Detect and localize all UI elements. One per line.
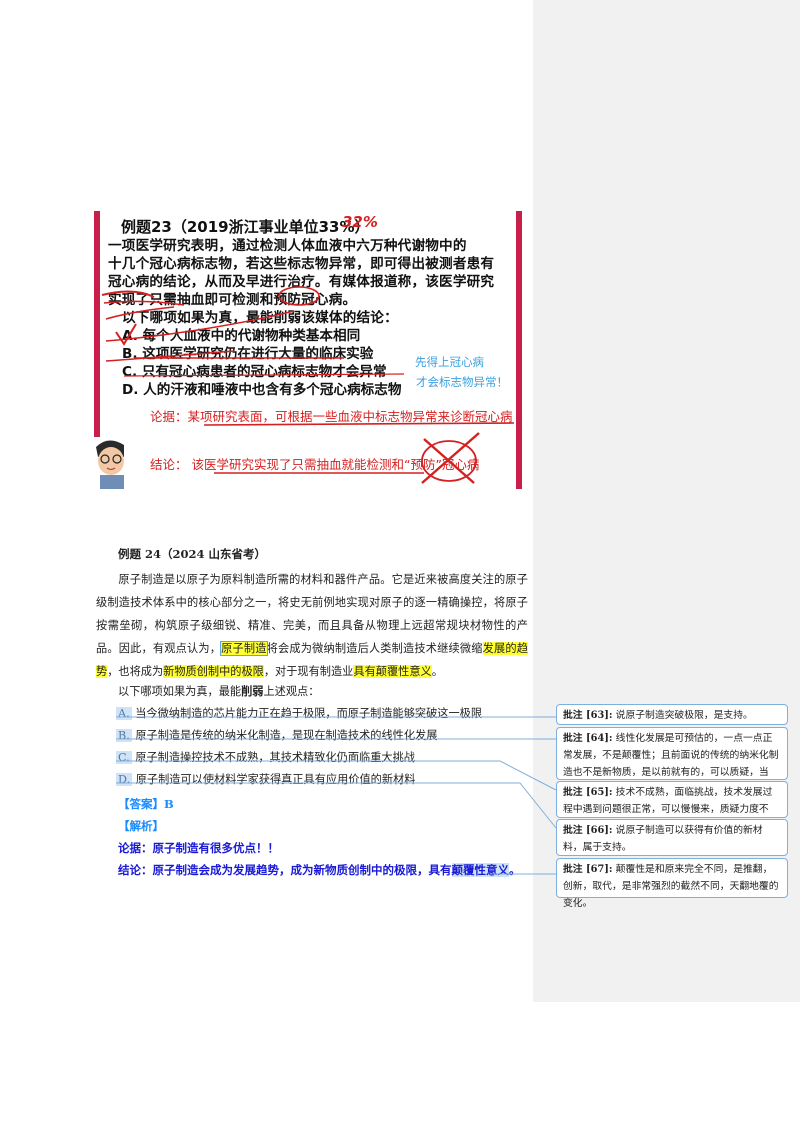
slide-ink-annotations xyxy=(101,286,515,484)
option-a: A. 当今微纳制造的芯片能力正在趋于极限，而原子制造能够突破这一极限 xyxy=(116,705,482,721)
stem-text: 原子制造是以原子为原料制造所需的材料和器件产品。它是近来被高度关注的原子级制造技… xyxy=(96,573,528,655)
option-d: D. 原子制造可以使材料学家获得真正具有应用价值的新材料 xyxy=(116,771,415,787)
document-page xyxy=(0,0,533,1132)
option-b: B. 原子制造是传统的纳米化制造，是现在制造技术的线性化发展 xyxy=(116,727,437,743)
comment-67[interactable]: 批注 [67]: 颠覆性是和原来完全不同，是推翻，创新，取代，是非常强烈的截然不… xyxy=(556,858,788,909)
slide-text-line: 十几个冠心病标志物，若这些标志物异常，即可得出被测者患有 xyxy=(108,256,495,272)
slide-question-line: 以下哪项如果为真，最能削弱该媒体的结论： xyxy=(122,310,398,326)
comment-tag: 批注 [65]: xyxy=(563,787,613,798)
stem-text: ，对于现有制造业 xyxy=(263,665,354,678)
comment-tag: 批注 [64]: xyxy=(563,733,613,744)
question-text: 上述观点： xyxy=(263,685,320,698)
option-text: 原子制造可以使材料学家获得真正具有应用价值的新材料 xyxy=(135,773,416,786)
slide-conclusion: 结论： 该医学研究实现了只需抽血就能检测和“预防”冠心病 xyxy=(150,457,480,472)
option-text: 原子制造是传统的纳米化制造，是现在制造技术的线性化发展 xyxy=(135,729,438,742)
comment-63[interactable]: 批注 [63]: 说原子制造突破极限，是支持。 xyxy=(556,704,788,725)
option-letter: D. xyxy=(116,773,133,786)
highlight-atomic-manufacturing: 原子制造 xyxy=(220,641,268,656)
slide-option-d: D. 人的汗液和唾液中也含有多个冠心病标志物 xyxy=(122,382,402,398)
comment-tag: 批注 [67]: xyxy=(563,864,613,875)
comment-text: 说原子制造可以获得有价值的新材料，属于支持。 xyxy=(563,825,763,853)
comment-65[interactable]: 批注 [65]: 技术不成熟，面临挑战，技术发展过程中遇到问题很正常，可以慢慢来… xyxy=(556,781,788,832)
slide-right-border xyxy=(516,211,522,489)
slide-left-border xyxy=(94,211,100,489)
stem-text: 将会成为微纳制造后人类制造技术继续微缩 xyxy=(266,642,483,655)
conclusion-text: 。 xyxy=(509,863,521,877)
option-letter: C. xyxy=(116,751,132,764)
analysis-argument: 论据：原子制造有很多优点！！ xyxy=(118,841,279,855)
slide-title: 例题23（2019浙江事业单位33%） xyxy=(121,218,370,236)
analysis-conclusion: 结论：原子制造会成为发展趋势，成为新物质创制中的极限，具有颠覆性意义。 xyxy=(118,862,521,878)
question-text: 以下哪项如果为真，最能 xyxy=(118,685,242,698)
question-keyword: 削弱 xyxy=(241,684,264,698)
option-letter: A. xyxy=(116,707,132,720)
highlight-disruptive: 具有颠覆性意义 xyxy=(353,665,432,678)
stem-text: ，也将成为 xyxy=(107,665,164,678)
comment-text: 说原子制造突破极限，是支持。 xyxy=(615,710,753,721)
slide-argument: 论据：某项研究表面，可根据一些血液中标志物异常来诊断冠心病 xyxy=(150,409,513,424)
conclusion-text: 结论：原子制造会成为发展趋势，成为新物质创制中的极限，具有 xyxy=(118,863,452,877)
teacher-avatar-icon xyxy=(94,437,130,489)
comment-tag: 批注 [63]: xyxy=(563,710,613,721)
slide-blue-note: 才会标志物异常！ xyxy=(416,375,508,389)
answer-label: 【答案】B xyxy=(118,797,174,811)
comment-text: 颠覆性是和原来完全不同，是推翻，创新，取代，是非常强烈的截然不同，天翻地覆的变化… xyxy=(563,864,779,909)
option-c: C. 原子制造操控技术不成熟，其技术精致化仍面临重大挑战 xyxy=(116,749,415,765)
comment-tag: 批注 [66]: xyxy=(563,825,613,836)
lecture-slide-image: 例题23（2019浙江事业单位33%） 32% 一项医学研究表明，通过检测人体血… xyxy=(94,211,522,489)
highlight-new-material-limit: 新物质创制中的极限 xyxy=(163,665,264,678)
example-heading: 例题 24（2024 山东省考） xyxy=(118,547,267,561)
slide-text-line: 冠心病的结论，从而及早进行治疗。有媒体报道称，该医学研究 xyxy=(108,274,495,290)
comment-66[interactable]: 批注 [66]: 说原子制造可以获得有价值的新材料，属于支持。 xyxy=(556,819,788,856)
question-stem-paragraph: 原子制造是以原子为原料制造所需的材料和器件产品。它是近来被高度关注的原子级制造技… xyxy=(96,568,528,683)
conclusion-highlight: 颠覆性意义 xyxy=(451,863,509,877)
slide-handwritten-note: 32% xyxy=(342,213,378,231)
comment-64[interactable]: 批注 [64]: 线性化发展是可预估的，一点一点正常发展，不是颠覆性；且前面说的… xyxy=(556,727,788,795)
slide-blue-note: 先得上冠心病 xyxy=(415,355,484,369)
option-text: 当今微纳制造的芯片能力正在趋于极限，而原子制造能够突破这一极限 xyxy=(135,707,483,720)
analysis-label: 【解析】 xyxy=(118,819,164,833)
stem-text: 。 xyxy=(431,665,443,678)
question-prompt: 以下哪项如果为真，最能削弱上述观点： xyxy=(118,683,319,699)
option-letter: B. xyxy=(116,729,132,742)
slide-text-line: 一项医学研究表明，通过检测人体血液中六万种代谢物中的 xyxy=(108,238,467,254)
option-text: 原子制造操控技术不成熟，其技术精致化仍面临重大挑战 xyxy=(135,751,415,764)
